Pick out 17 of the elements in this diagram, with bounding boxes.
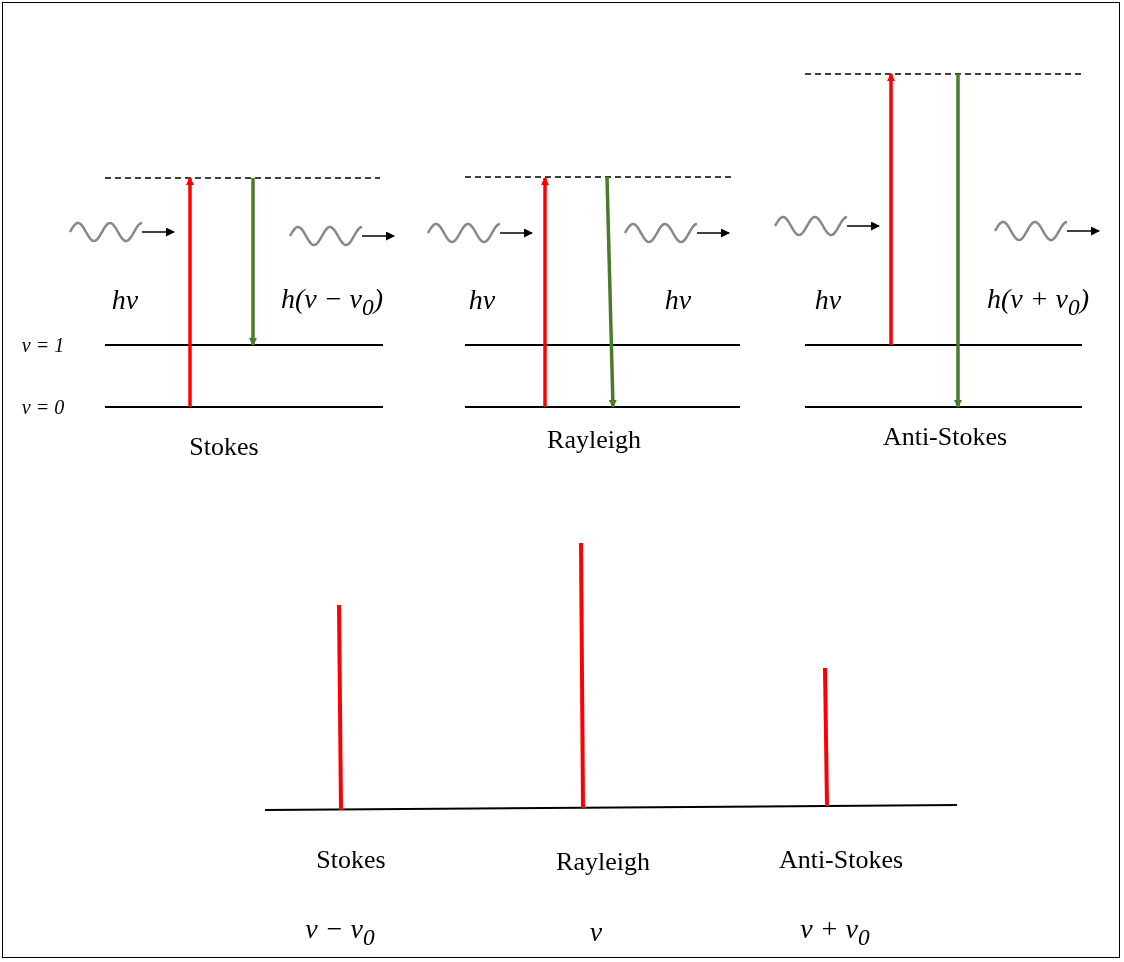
process-label: Anti-Stokes <box>882 424 1008 450</box>
photon-energy-label: h(ν − ν$_{0}$) <box>280 285 384 319</box>
level-label: ν = 0 <box>21 397 65 417</box>
level-label: ν = 1 <box>21 335 65 355</box>
peak-label: Anti-Stokes <box>778 847 904 873</box>
photon-energy-label: hν <box>814 286 842 314</box>
photon-energy-label: h(ν + ν$_{0}$) <box>986 285 1090 319</box>
frequency-label: ν − ν$_{0}$ <box>305 915 375 949</box>
frequency-label: ν <box>589 918 603 946</box>
photon-energy-label: hν <box>111 286 139 314</box>
process-label: Stokes <box>189 434 259 460</box>
peak-label: Rayleigh <box>556 849 650 875</box>
peak-label: Stokes <box>316 847 386 873</box>
process-label: Rayleigh <box>547 427 641 453</box>
photon-energy-label: hν <box>664 286 692 314</box>
frequency-label: ν + ν$_{0}$ <box>800 915 870 949</box>
photon-energy-label: hν <box>468 286 496 314</box>
